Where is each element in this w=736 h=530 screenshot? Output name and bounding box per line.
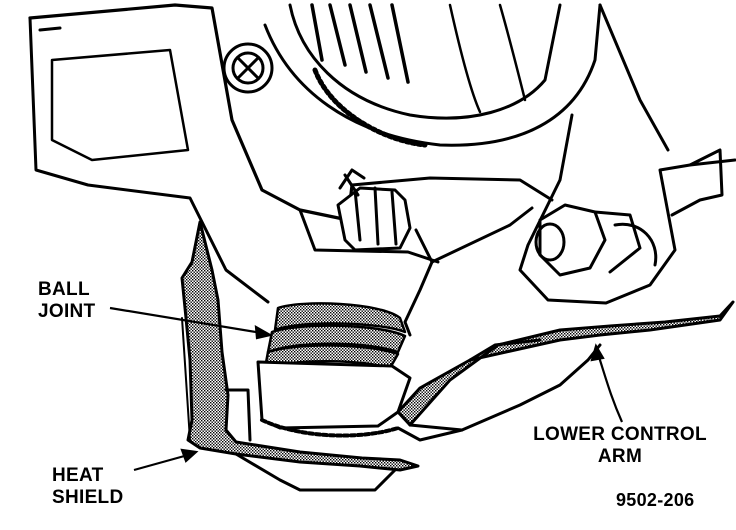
lower-control-arm	[396, 300, 735, 442]
upper-bolt	[222, 42, 274, 94]
drive-shaft-hub	[263, 3, 602, 148]
ball-joint-boot	[263, 302, 407, 370]
ball-joint-label: BALL JOINT	[38, 279, 95, 323]
heat-shield-label: HEAT SHIELD	[52, 465, 123, 509]
castle-nut	[336, 168, 412, 252]
leader-lower-control-arm	[590, 343, 624, 423]
leader-heat-shield	[133, 448, 199, 472]
leader-ball-joint	[109, 306, 273, 340]
lower-control-arm-label-line2: ARM	[597, 446, 643, 467]
lower-control-arm-label: LOWER CONTROL ARM	[520, 424, 720, 468]
knuckle-lower-arm	[298, 176, 554, 337]
lower-control-arm-bracket	[518, 3, 736, 305]
ball-joint-housing	[256, 360, 412, 438]
lower-control-arm-label-line1: LOWER CONTROL	[533, 424, 707, 445]
pivot-bolt	[534, 203, 642, 277]
ball-joint-label-line2: JOINT	[38, 301, 96, 322]
steering-knuckle	[28, 3, 354, 304]
heat-shield-label-line1: HEAT	[52, 465, 104, 486]
heat-shield-label-line2: SHIELD	[52, 487, 124, 508]
heat-shield	[180, 220, 420, 492]
ball-joint-label-line1: BALL	[38, 279, 90, 300]
figure-number: 9502-206	[616, 490, 695, 510]
